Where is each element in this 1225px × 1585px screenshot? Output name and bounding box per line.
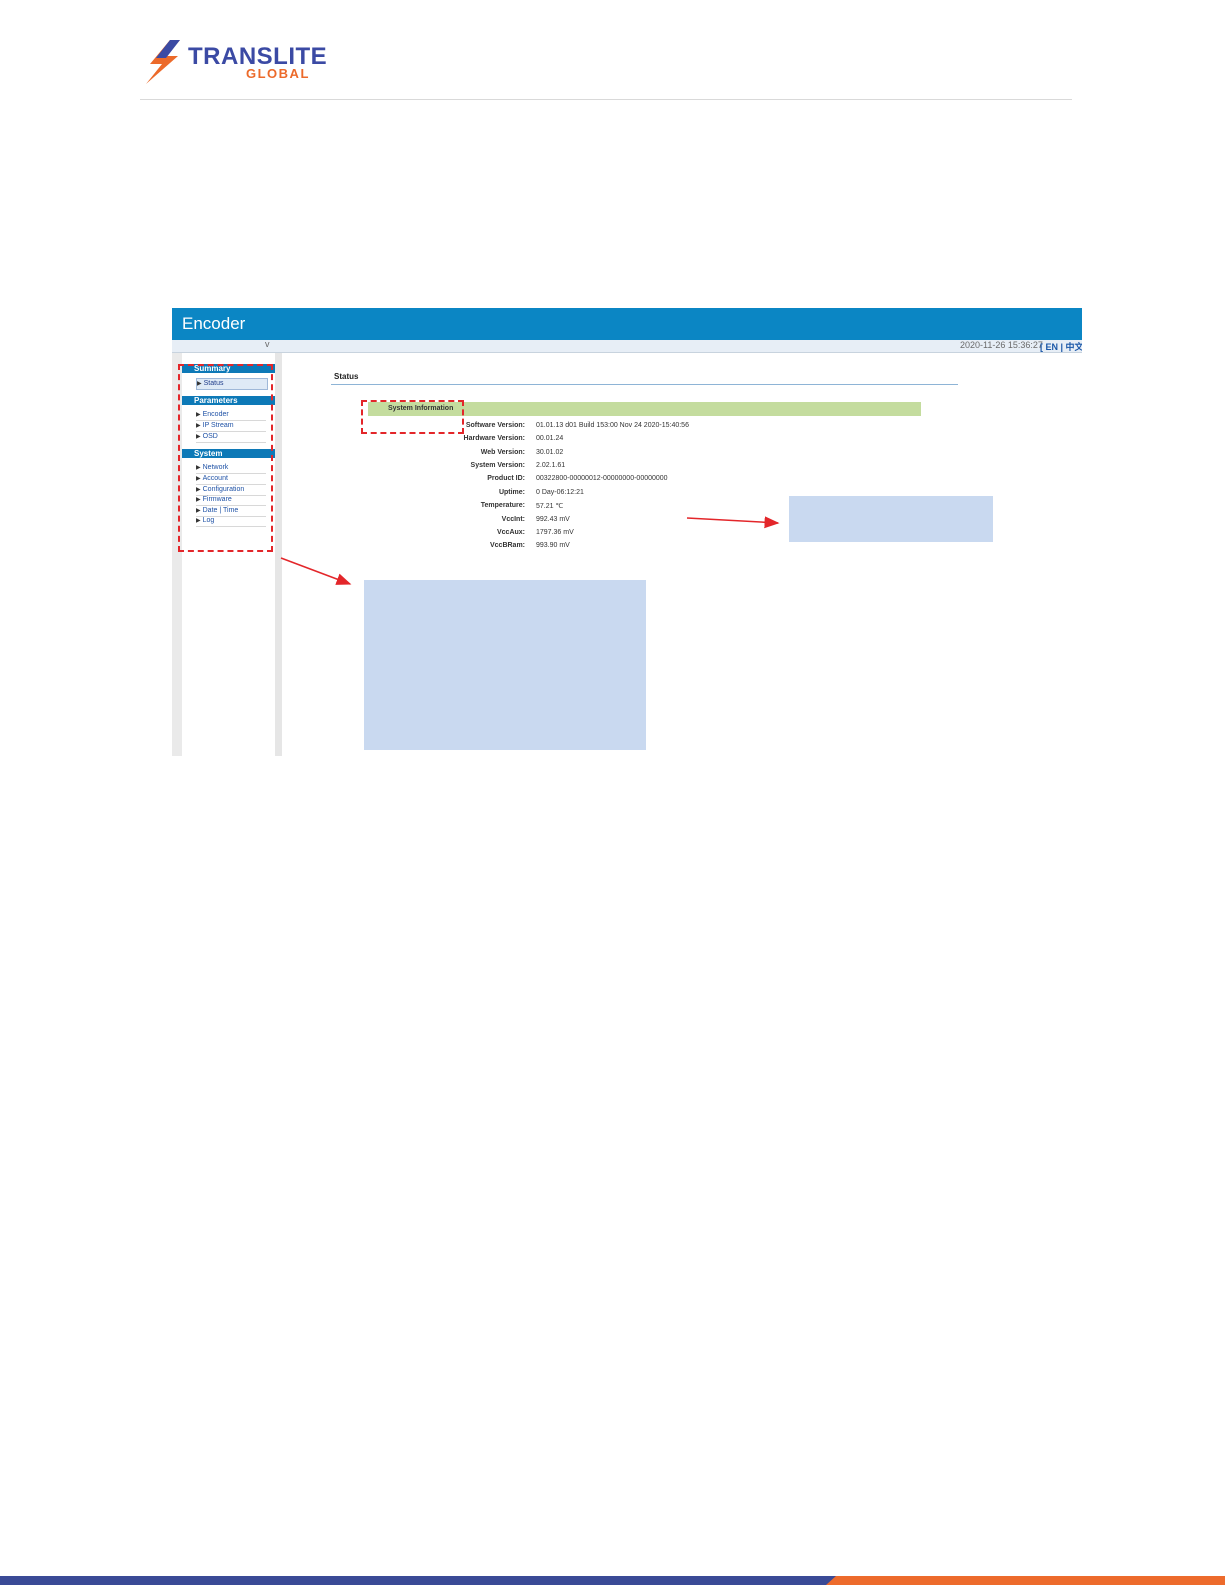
company-logo: TRANSLITE GLOBAL	[142, 38, 352, 88]
triangle-right-icon: ▶	[196, 487, 201, 493]
info-value-hardware-version: 00.01.24	[536, 435, 564, 442]
sidebar-item-firmware[interactable]: ▶Firmware	[196, 495, 266, 506]
sidebar-item-label: Status	[203, 380, 224, 387]
language-switch[interactable]: [ EN | 中文 ]	[1040, 342, 1082, 352]
triangle-right-icon: ▶	[196, 465, 201, 471]
callout-box-bottom	[364, 580, 646, 750]
current-datetime: 2020-11-26 15:36:27	[960, 340, 1043, 350]
brand-name: TRANSLITE	[188, 43, 328, 70]
title-underline	[331, 384, 958, 385]
info-value-system-version: 2.02.1.61	[536, 462, 566, 469]
sidebar-item-network[interactable]: ▶Network	[196, 463, 266, 474]
panel-title: System Information	[388, 405, 454, 412]
app-title: Encoder	[182, 314, 246, 333]
sidebar-item-account[interactable]: ▶Account	[196, 474, 266, 485]
sidebar-section-system[interactable]: System	[182, 449, 275, 458]
info-label-uptime: Uptime:	[498, 489, 525, 496]
sidebar-item-label: Account	[202, 475, 228, 482]
triangle-right-icon: ▶	[196, 476, 201, 482]
header-divider	[140, 99, 1072, 100]
page-title: Status	[334, 372, 359, 381]
info-label-web-version: Web Version:	[480, 449, 525, 456]
triangle-right-icon: ▶	[196, 497, 201, 503]
triangle-right-icon: ▶	[196, 518, 201, 524]
info-value-uptime: 0 Day-06:12:21	[536, 489, 584, 496]
info-value-software-version: 01.01.13 d01 Build 153:00 Nov 24 2020-15…	[536, 422, 689, 429]
info-label-vccint: VccInt:	[501, 516, 525, 523]
sidebar-item-label: Network	[202, 464, 229, 471]
sidebar-item-label: Firmware	[202, 496, 232, 503]
info-label-hardware-version: Hardware Version:	[463, 435, 525, 442]
sidebar-section-parameters[interactable]: Parameters	[182, 396, 275, 405]
sidebar-item-encoder[interactable]: ▶Encoder	[196, 410, 266, 421]
sidebar-item-ip-stream[interactable]: ▶IP Stream	[196, 421, 266, 432]
sidebar-item-date-time[interactable]: ▶Date | Time	[196, 506, 266, 517]
collapse-toggle[interactable]: v	[265, 339, 270, 349]
info-value-vccbram: 993.90 mV	[536, 542, 570, 549]
triangle-right-icon: ▶	[196, 423, 201, 429]
sidebar-item-label: Log	[202, 517, 215, 524]
sidebar-divider	[275, 353, 282, 756]
info-label-temperature: Temperature:	[480, 502, 525, 509]
app-title-bar: Encoder	[172, 308, 1082, 340]
sidebar-item-label: Configuration	[202, 486, 245, 493]
app-sub-bar: v 2020-11-26 15:36:27 [ EN | 中文 ]	[172, 339, 1082, 353]
sidebar-item-status[interactable]: ▶Status	[196, 378, 268, 390]
info-value-vccint: 992.43 mV	[536, 516, 570, 523]
info-value-product-id: 00322800-00000012-00000000-00000000	[536, 475, 668, 482]
sidebar-item-label: IP Stream	[202, 422, 234, 429]
triangle-right-icon: ▶	[196, 412, 201, 418]
triangle-right-icon: ▶	[196, 434, 201, 440]
sidebar-item-label: Encoder	[202, 411, 229, 418]
info-label-vccaux: VccAux:	[496, 529, 525, 536]
callout-box-right	[789, 496, 993, 542]
left-gutter	[172, 353, 182, 756]
brand-tagline: GLOBAL	[246, 66, 310, 81]
sidebar-item-configuration[interactable]: ▶Configuration	[196, 485, 266, 496]
info-label-system-version: System Version:	[470, 462, 525, 469]
sidebar-section-summary[interactable]: Summary	[182, 364, 275, 373]
sidebar-item-label: OSD	[202, 433, 218, 440]
sidebar-item-log[interactable]: ▶Log	[196, 516, 266, 527]
info-value-temperature: 57.21 ℃	[536, 503, 564, 510]
info-label-software-version: Software Version:	[465, 422, 525, 429]
lightning-bolt-icon	[146, 40, 180, 84]
sidebar-item-label: Date | Time	[202, 507, 239, 514]
footer-bar	[0, 1576, 1225, 1585]
system-information-highlight-box	[361, 400, 464, 434]
triangle-right-icon: ▶	[196, 508, 201, 514]
footer-accent	[826, 1576, 1225, 1585]
sidebar-highlight-box	[178, 364, 273, 552]
info-label-product-id: Product ID:	[487, 475, 525, 482]
sidebar-item-osd[interactable]: ▶OSD	[196, 432, 266, 443]
info-label-vccbram: VccBRam:	[489, 542, 525, 549]
system-information-panel-header: System Information	[368, 402, 921, 416]
info-value-vccaux: 1797.36 mV	[536, 529, 574, 536]
info-value-web-version: 30.01.02	[536, 449, 564, 456]
triangle-right-icon: ▶	[197, 381, 202, 387]
sidebar-nav: Summary ▶Status Parameters ▶Encoder ▶IP …	[182, 353, 275, 756]
